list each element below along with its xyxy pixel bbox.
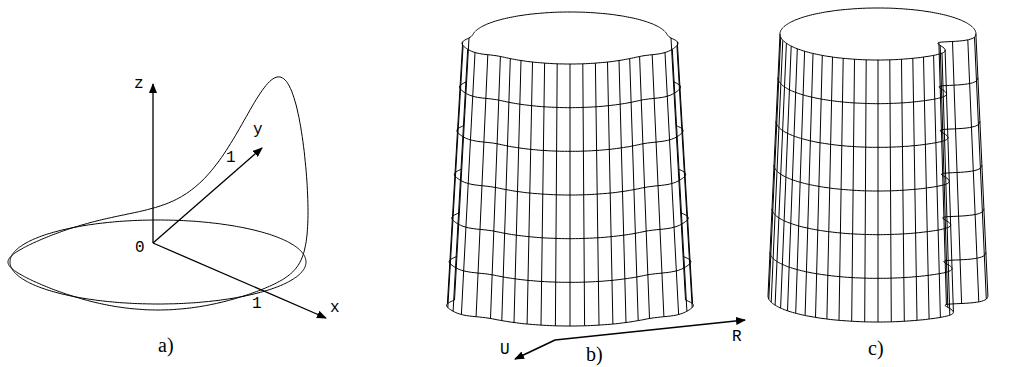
- generator-line: [975, 37, 987, 299]
- generator-line: [890, 60, 892, 322]
- generator-line: [942, 53, 950, 315]
- generator-line: [455, 38, 470, 300]
- generator-line: [652, 55, 664, 317]
- tick-label: 1: [252, 296, 262, 312]
- generator-line: [796, 51, 805, 313]
- tick-label: 1: [226, 150, 236, 166]
- generator-line: [671, 38, 686, 300]
- generator-line: [934, 55, 941, 317]
- generator-line: [608, 62, 613, 324]
- origin-label: 0: [135, 240, 145, 256]
- generator-line: [913, 58, 917, 320]
- generator-line: [805, 54, 813, 316]
- generator-line: [570, 64, 571, 326]
- axis-label: y: [253, 122, 263, 138]
- u-arrow: [515, 340, 555, 359]
- generator-line: [527, 62, 532, 324]
- panel-label: c): [868, 338, 884, 358]
- axis-label: U: [500, 342, 510, 358]
- z-axis: [152, 84, 153, 243]
- generator-line: [878, 60, 879, 322]
- generator-line: [514, 61, 521, 323]
- generator-line: [630, 59, 639, 321]
- base-circle: [10, 220, 306, 304]
- generator-line: [781, 46, 792, 308]
- generator-line: [502, 59, 511, 321]
- generator-line: [619, 61, 626, 323]
- axes: [153, 84, 326, 318]
- generator-line: [447, 42, 462, 304]
- curves: [8, 77, 308, 310]
- generator-line: [902, 59, 905, 321]
- axis-label: z: [134, 76, 144, 92]
- axis-label: x: [330, 300, 340, 316]
- generator-line: [541, 63, 545, 325]
- generator-line: [976, 34, 988, 296]
- generator-line: [865, 60, 867, 322]
- panel-label: a): [158, 335, 174, 355]
- generator-line: [555, 64, 557, 326]
- generator-line: [945, 50, 953, 312]
- wireframe-b: [447, 12, 694, 326]
- r-arrow: [555, 320, 745, 340]
- frame-arrows: [515, 320, 745, 359]
- ring: [462, 12, 678, 64]
- space-curve: [8, 77, 308, 310]
- generator-line: [476, 55, 488, 317]
- generator-line: [769, 37, 781, 299]
- generator-line: [583, 64, 585, 326]
- generator-line: [924, 57, 930, 319]
- generator-line: [461, 53, 475, 315]
- generator-line: [852, 59, 855, 321]
- ring: [780, 8, 976, 60]
- generator-line: [968, 40, 979, 302]
- generator-line: [672, 49, 687, 311]
- wireframe-c: [768, 8, 988, 322]
- generator-line: [595, 63, 599, 325]
- generator-line: [771, 40, 783, 302]
- y-axis: [153, 148, 262, 243]
- generator-line: [448, 46, 463, 308]
- generator-line: [816, 55, 823, 317]
- x-axis: [153, 243, 326, 318]
- generator-line: [839, 58, 843, 320]
- generator-line: [768, 34, 780, 296]
- generator-line: [788, 49, 798, 311]
- axis-label: R: [732, 329, 742, 345]
- panel-label: b): [586, 344, 603, 364]
- generator-line: [640, 57, 650, 319]
- generator-line: [827, 57, 833, 319]
- generator-line: [491, 57, 501, 319]
- generator-line: [665, 53, 679, 315]
- generator-line: [953, 42, 962, 304]
